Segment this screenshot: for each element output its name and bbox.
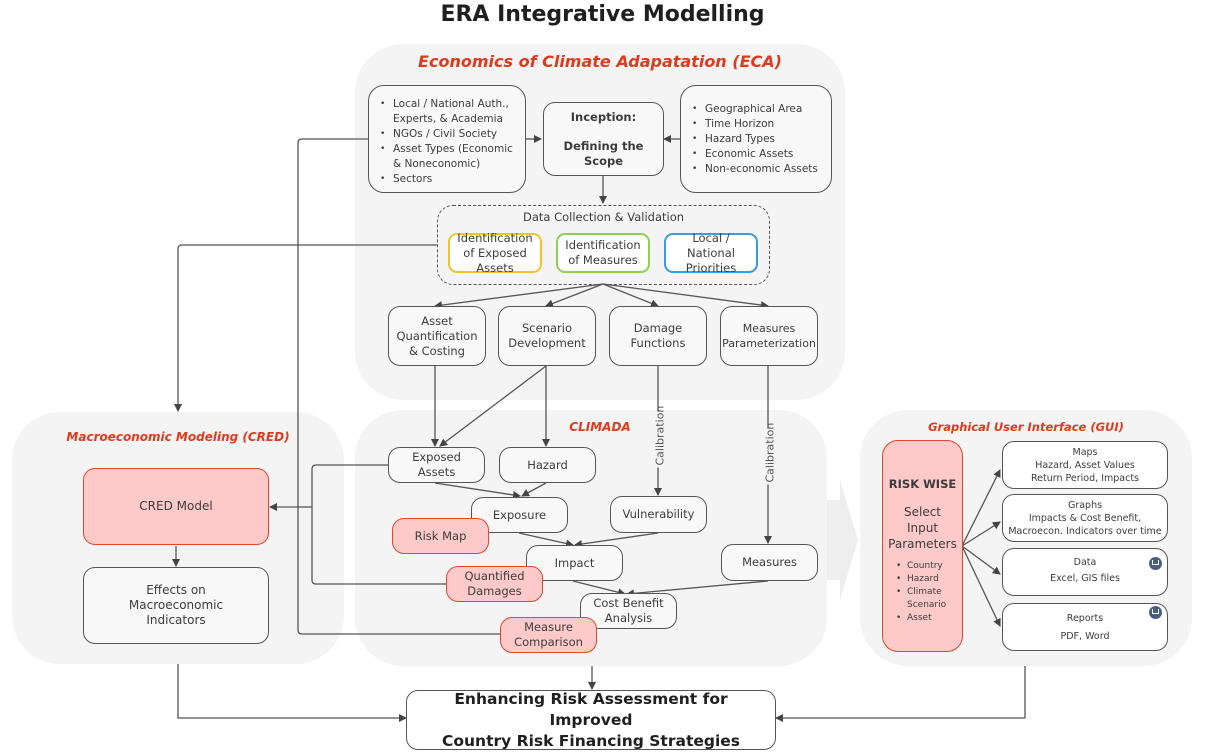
data-output-box[interactable]: Data Excel, GIS files: [1002, 548, 1168, 596]
vulnerability-box[interactable]: Vulnerability: [610, 496, 707, 533]
identify-measures-label: Identification of Measures: [565, 238, 641, 267]
stakeholder-item: Asset Types (Economic & Noneconomic): [380, 142, 519, 172]
inception-label: Inception:: [570, 109, 637, 124]
local-priorities-box[interactable]: Local / National Priorities: [664, 230, 758, 275]
hazard-label: Hazard: [527, 457, 568, 472]
quantified-damages-box[interactable]: Quantified Damages: [446, 566, 543, 602]
data-collection-group: [437, 205, 770, 285]
identify-measures-box[interactable]: Identification of Measures: [556, 233, 650, 273]
damage-functions-box[interactable]: Damage Functions: [609, 306, 707, 366]
risk-map-box[interactable]: Risk Map: [392, 518, 489, 554]
param-list: •Country •Hazard •Climate Scenario •Asse…: [887, 560, 958, 625]
cost-benefit-label: Cost Benefit Analysis: [593, 596, 664, 625]
scope-item: Non-economic Assets: [692, 162, 825, 177]
measures-box[interactable]: Measures: [721, 544, 818, 581]
measures-parameterization-box[interactable]: Measures Parameterization: [720, 306, 818, 366]
stakeholder-item: NGOs / Civil Society: [380, 127, 519, 142]
scope-item: Hazard Types: [692, 132, 825, 147]
data-collection-title: Data Collection & Validation: [522, 210, 685, 224]
cred-model-box[interactable]: CRED Model: [83, 468, 269, 545]
graphs-output-box[interactable]: Graphs Impacts & Cost Benefit, Macroecon…: [1002, 494, 1168, 542]
measure-comparison-box[interactable]: Measure Comparison: [500, 617, 597, 653]
risk-map-label: Risk Map: [414, 528, 467, 543]
gui-title: Graphical User Interface (GUI): [928, 420, 1124, 434]
maps-output-box[interactable]: Maps Hazard, Asset Values Return Period,…: [1002, 441, 1168, 489]
scope-item: Economic Assets: [692, 147, 825, 162]
stakeholder-item: Local / National Auth., Experts, & Acade…: [380, 97, 519, 127]
stakeholders-box: Local / National Auth., Experts, & Acade…: [368, 85, 526, 193]
edge-gui-outcome: [775, 666, 1026, 722]
eca-title: Economics of Climate Adapatation (ECA): [418, 52, 782, 71]
stakeholder-item: Sectors: [380, 172, 519, 187]
inception-box[interactable]: Inception: Defining the Scope: [543, 102, 664, 176]
quantified-damages-label: Quantified Damages: [464, 569, 525, 598]
cred-title: Macroeconomic Modeling (CRED): [66, 430, 290, 444]
impact-label: Impact: [554, 555, 595, 570]
diagram-title: ERA Integrative Modelling: [440, 2, 765, 27]
climada-title: CLIMADA: [569, 420, 631, 434]
measures-parameterization-label: Measures Parameterization: [722, 322, 816, 350]
exposed-assets-label: Exposed Assets: [412, 450, 461, 479]
scenario-development-label: Scenario Development: [508, 321, 586, 350]
cost-benefit-box[interactable]: Cost Benefit Analysis: [580, 593, 677, 629]
macro-effects-box[interactable]: Effects on Macroeconomic Indicators: [83, 567, 269, 644]
graphs-output-line: Macroecon. Indicators over time: [1008, 525, 1162, 537]
outcome-box: Enhancing Risk Assessment for Improved C…: [406, 690, 776, 750]
vulnerability-label: Vulnerability: [622, 507, 695, 521]
reports-output-title: Reports: [1066, 613, 1104, 624]
param-item: •Hazard: [896, 574, 939, 584]
calibration-label-measures: Calibration: [763, 422, 777, 485]
graphs-output-line: Impacts & Cost Benefit,: [1028, 512, 1142, 524]
maps-output-line: Hazard, Asset Values: [1035, 459, 1135, 471]
asset-quantification-label: Asset Quantification & Costing: [396, 313, 478, 358]
maps-output-title: Maps: [1072, 446, 1098, 458]
param-item: •Climate Scenario: [896, 587, 947, 610]
exposed-assets-box[interactable]: Exposed Assets: [388, 447, 485, 483]
param-item: •Country: [896, 561, 943, 571]
data-output-line: Excel, GIS files: [1050, 573, 1120, 584]
edge-cred-outcome: [177, 664, 407, 722]
cred-model-label: CRED Model: [139, 499, 213, 513]
download-icon[interactable]: [1149, 557, 1162, 570]
local-priorities-label: Local / National Priorities: [685, 230, 737, 275]
scenario-development-box[interactable]: Scenario Development: [498, 306, 596, 366]
maps-output-line: Return Period, Impacts: [1030, 472, 1139, 484]
select-params-label: Select Input Parameters: [888, 505, 957, 551]
risk-wise-box[interactable]: RISK WISE Select Input Parameters •Count…: [882, 440, 963, 652]
identify-exposed-assets-label: Identification of Exposed Assets: [457, 230, 533, 275]
identify-exposed-assets-box[interactable]: Identification of Exposed Assets: [448, 230, 542, 275]
param-item: •Asset: [896, 613, 932, 623]
outcome-line: Country Risk Financing Strategies: [441, 731, 741, 750]
measures-label: Measures: [742, 555, 797, 569]
hazard-box[interactable]: Hazard: [499, 447, 596, 483]
macro-effects-label: Effects on Macroeconomic Indicators: [128, 583, 224, 627]
asset-quantification-box[interactable]: Asset Quantification & Costing: [388, 306, 486, 366]
risk-wise-title: RISK WISE: [888, 477, 957, 491]
reports-output-line: PDF, Word: [1060, 631, 1110, 642]
measure-comparison-label: Measure Comparison: [514, 620, 583, 649]
data-output-title: Data: [1073, 557, 1097, 568]
download-icon[interactable]: [1149, 606, 1162, 619]
reports-output-box[interactable]: Reports PDF, Word: [1002, 603, 1168, 651]
scope-box: Geographical Area Time Horizon Hazard Ty…: [680, 85, 832, 193]
exposure-label: Exposure: [492, 507, 547, 522]
scope-item: Time Horizon: [692, 117, 825, 132]
damage-functions-label: Damage Functions: [630, 321, 686, 350]
scope-item: Geographical Area: [692, 102, 825, 117]
outcome-line: Enhancing Risk Assessment for Improved: [454, 689, 728, 729]
inception-sublabel: Defining the Scope: [563, 138, 644, 168]
calibration-label-vulnerability: Calibration: [653, 405, 667, 468]
graphs-output-title: Graphs: [1067, 499, 1103, 511]
